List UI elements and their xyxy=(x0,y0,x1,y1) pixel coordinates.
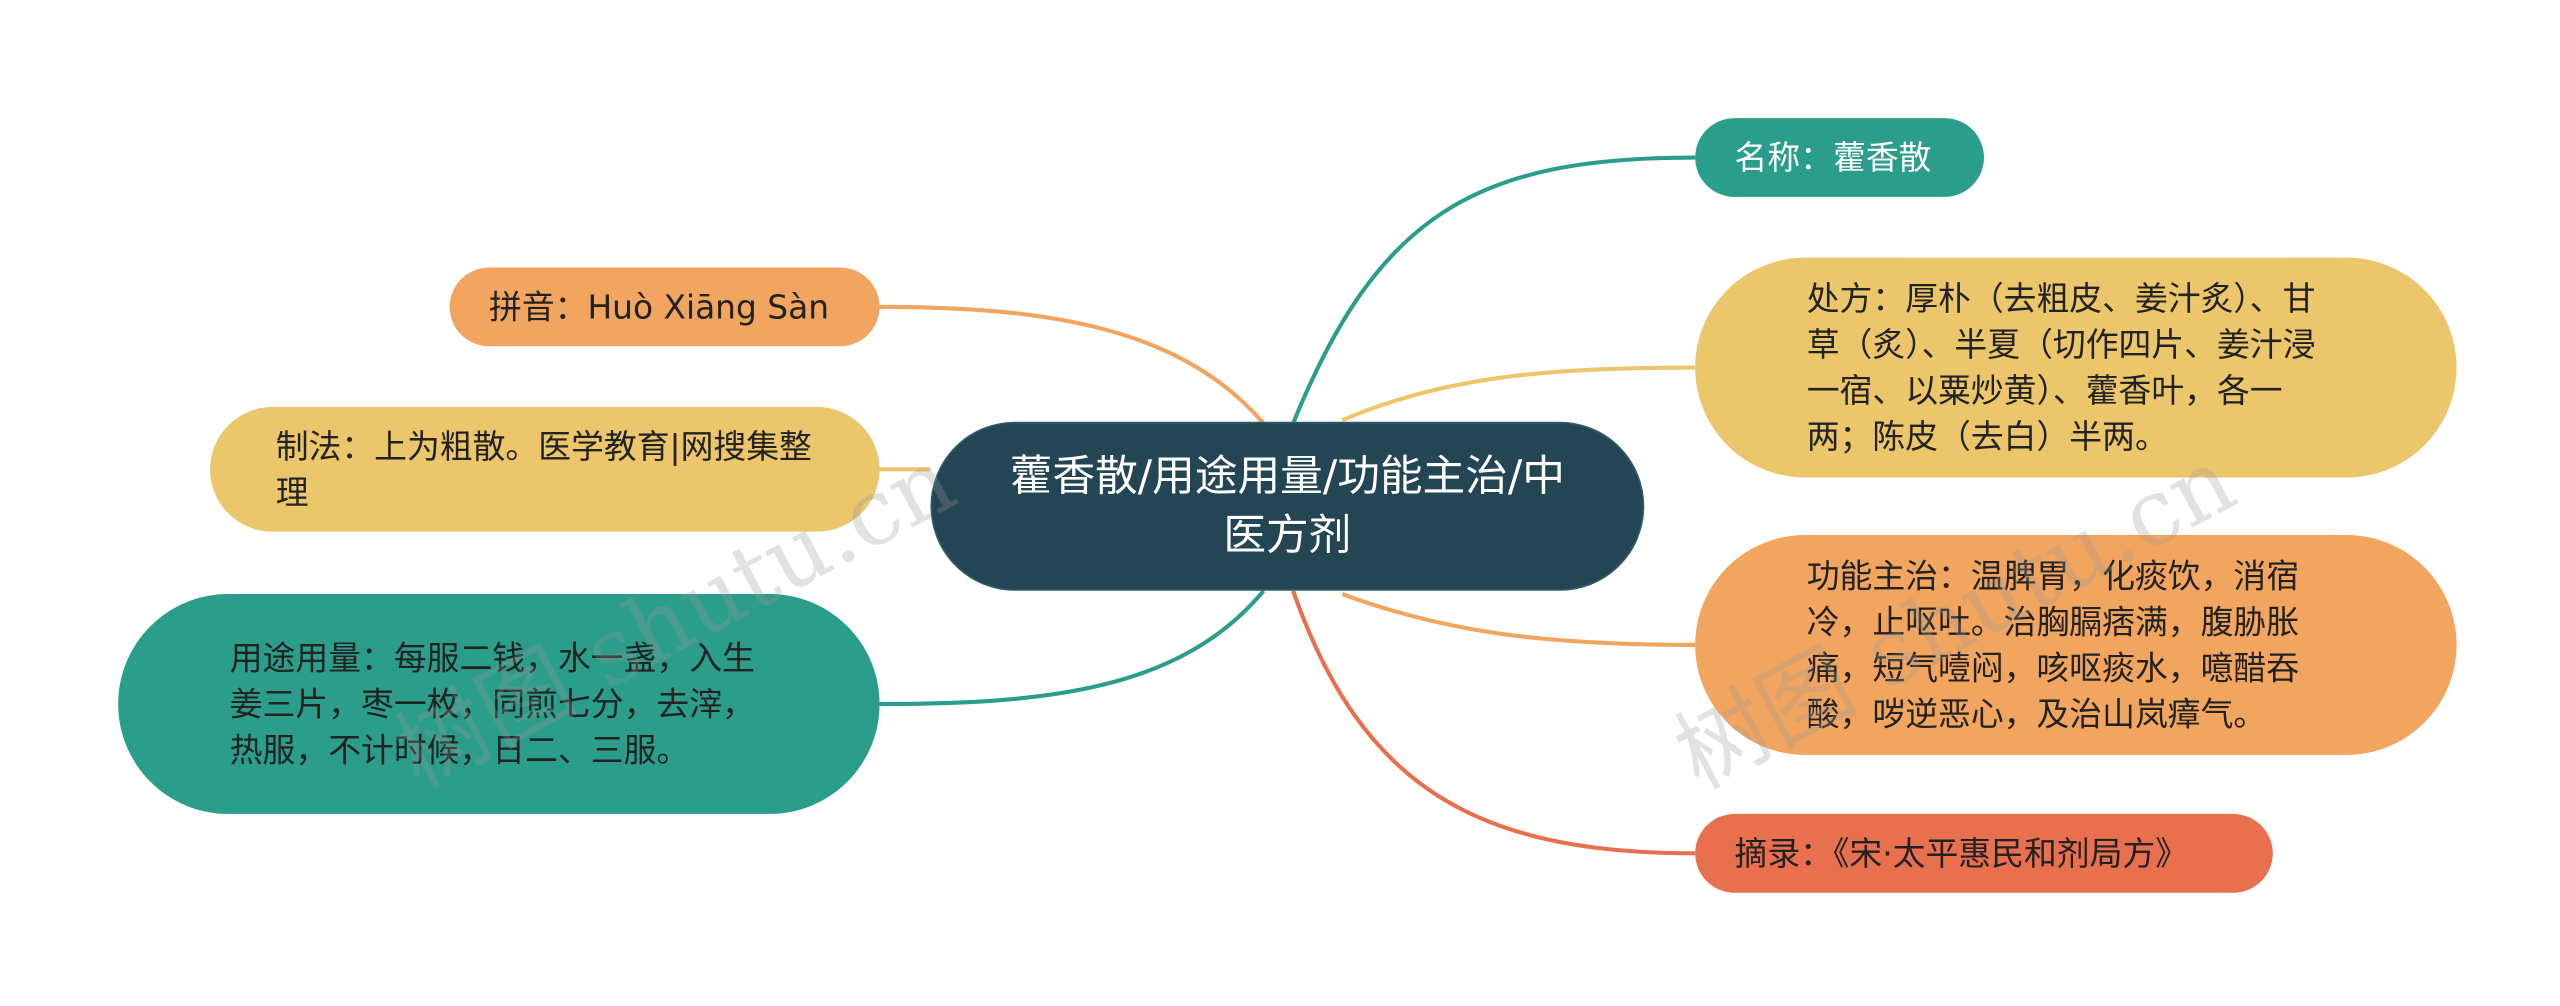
edge-source xyxy=(1291,590,1696,856)
center-topic[interactable]: 藿香散/用途用量/功能主治/中医方剂 xyxy=(930,421,1645,591)
edge-recipe xyxy=(1341,365,1696,422)
edge-pinyin xyxy=(879,304,1266,425)
node-usage-label: 用途用量：每服二钱，水一盏，入生姜三片，枣一枚，同煎七分，去滓，热服，不计时候，… xyxy=(229,638,755,770)
node-method-label: 制法：上为粗散。医学教育|网搜集整理 xyxy=(275,426,812,512)
node-method[interactable]: 制法：上为粗散。医学教育|网搜集整理 xyxy=(210,406,880,532)
edge-function xyxy=(1341,592,1696,647)
node-function[interactable]: 功能主治：温脾胃，化痰饮，消宿冷，止呕吐。治胸膈痞满，腹胁胀痛，短气噎闷，咳呕痰… xyxy=(1695,534,2457,755)
node-source-label: 摘录：《宋·太平惠民和剂局方》 xyxy=(1734,833,2189,874)
node-source[interactable]: 摘录：《宋·太平惠民和剂局方》 xyxy=(1695,813,2273,893)
edge-usage xyxy=(879,589,1266,707)
center-topic-label: 藿香散/用途用量/功能主治/中医方剂 xyxy=(1009,452,1565,561)
node-usage[interactable]: 用途用量：每服二钱，水一盏，入生姜三片，枣一枚，同煎七分，去滓，热服，不计时候，… xyxy=(118,594,880,814)
node-name[interactable]: 名称：藿香散 xyxy=(1695,118,1984,197)
node-pinyin[interactable]: 拼音：Huò Xiāng Sàn xyxy=(449,267,880,347)
node-pinyin-label: 拼音：Huò Xiāng Sàn xyxy=(489,287,830,327)
node-recipe[interactable]: 处方：厚朴（去粗皮、姜汁炙）、甘草（炙）、半夏（切作四片、姜汁浸一宿、以粟炒黄）… xyxy=(1695,257,2457,478)
node-name-label: 名称：藿香散 xyxy=(1734,137,1932,178)
edge-name xyxy=(1291,155,1696,425)
node-function-label: 功能主治：温脾胃，化痰饮，消宿冷，止呕吐。治胸膈痞满，腹胁胀痛，短气噎闷，咳呕痰… xyxy=(1806,556,2300,734)
node-recipe-label: 处方：厚朴（去粗皮、姜汁炙）、甘草（炙）、半夏（切作四片、姜汁浸一宿、以粟炒黄）… xyxy=(1806,278,2316,457)
